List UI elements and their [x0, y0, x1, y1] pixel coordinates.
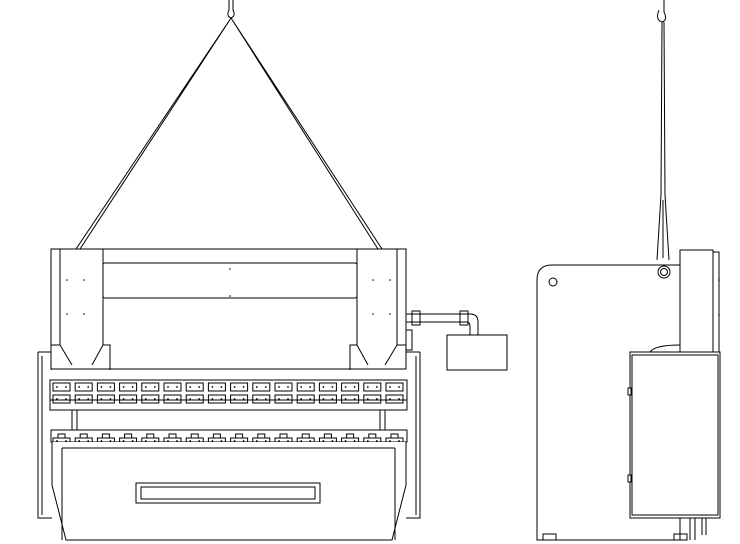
side-view — [536, 0, 721, 541]
shackle-ring — [657, 265, 671, 279]
side-hook — [656, 0, 670, 261]
upper-clamp — [341, 382, 360, 404]
upper-clamp — [163, 382, 182, 404]
upper-clamp — [252, 382, 271, 404]
bed-slot — [135, 482, 321, 504]
upper-clamp — [274, 382, 293, 404]
lower-clamp — [318, 433, 337, 445]
dot — [229, 268, 231, 270]
hydraulic-unit-box — [446, 334, 508, 371]
upper-clamp — [207, 382, 226, 404]
shackle-pin — [660, 268, 668, 276]
cylinder-housing — [679, 249, 714, 354]
hydraulic-pipe — [406, 310, 479, 351]
upper-clamp — [385, 382, 404, 404]
dot — [229, 295, 231, 297]
cylinder-curve — [649, 344, 681, 353]
upper-clamp — [52, 382, 71, 404]
lifting-hole — [548, 277, 558, 287]
lower-clamp — [296, 433, 315, 445]
ram-guides — [71, 410, 386, 430]
ram-bottom-strip — [49, 399, 408, 411]
crane-hook — [227, 0, 235, 19]
right-housing — [349, 249, 407, 370]
cabinet-door — [631, 354, 719, 516]
lower-bed — [51, 442, 407, 541]
machine-frame-outer — [37, 351, 421, 519]
front-view — [37, 0, 508, 541]
upper-beam — [50, 248, 407, 370]
cabinet-legs — [689, 518, 707, 540]
upper-clamp — [363, 382, 382, 404]
left-housing — [50, 249, 111, 370]
lifting-sling — [75, 17, 383, 250]
door-hinge — [627, 387, 632, 396]
upper-clamp — [119, 382, 138, 404]
upper-clamps — [52, 382, 404, 404]
door-hinge — [627, 474, 632, 483]
bed-slot-inner — [140, 486, 316, 500]
upper-clamp — [185, 382, 204, 404]
upper-clamp — [74, 382, 93, 404]
upper-clamp — [96, 382, 115, 404]
foot-pad — [542, 533, 557, 541]
upper-clamp — [141, 382, 160, 404]
electrical-cabinet — [629, 351, 721, 519]
foot-pad — [673, 533, 688, 541]
upper-clamp — [296, 382, 315, 404]
upper-clamp — [230, 382, 249, 404]
upper-clamp — [318, 382, 337, 404]
bed-panel — [61, 447, 396, 540]
